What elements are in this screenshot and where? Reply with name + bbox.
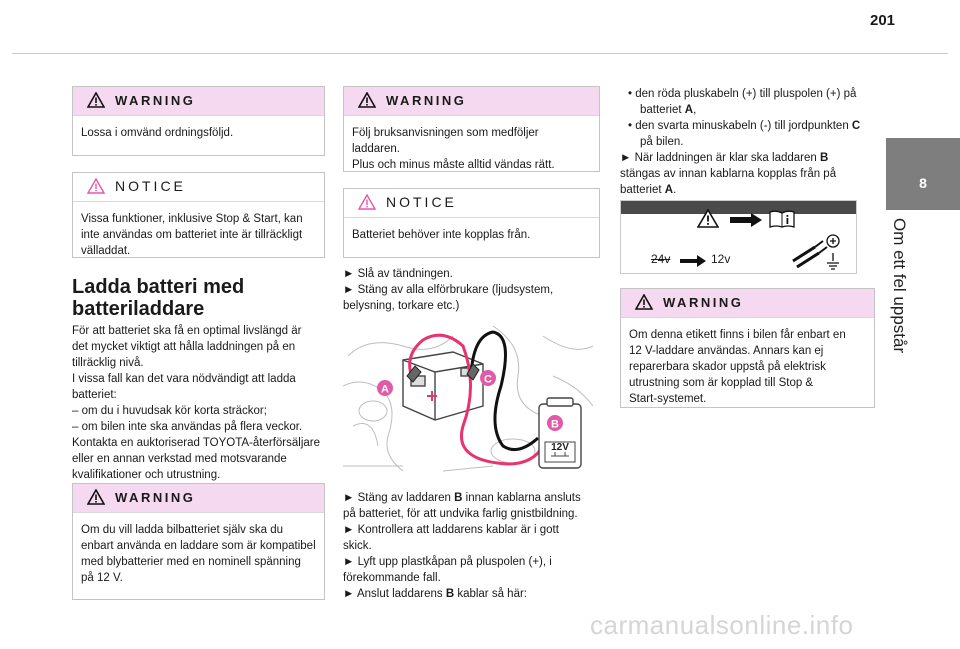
red-clamp	[406, 365, 422, 383]
label-a: A	[381, 384, 389, 396]
manual-info-icon	[769, 210, 795, 228]
warning-box: WARNING Följ bruksanvisningen som medföl…	[343, 86, 600, 172]
plus-icon	[427, 391, 437, 401]
charger-voltage: 12V	[551, 442, 569, 453]
warning-text: Om denna etikett finns i bilen får enbar…	[629, 329, 846, 405]
notice-title: NOTICE	[115, 178, 186, 194]
charger-label-graphic: 24v 12v	[620, 200, 857, 274]
notice-text: Vissa funktioner, inklusive Stop & Start…	[81, 213, 303, 257]
notice-box: NOTICE Batteriet behöver inte kopplas fr…	[343, 188, 600, 258]
warning-icon	[635, 294, 653, 310]
warning-text: Följ bruksanvisningen som medföljer ladd…	[352, 127, 555, 171]
arrow-right-icon	[730, 213, 762, 227]
warning-title: WARNING	[386, 93, 467, 108]
warning-icon	[87, 489, 105, 505]
label-a-marker	[377, 380, 393, 396]
notice-icon	[87, 178, 105, 194]
label-c-marker	[480, 370, 496, 386]
arrow-right-icon	[680, 255, 706, 267]
charger	[538, 397, 582, 469]
battery-charging-illustration: A C B 12V	[343, 325, 594, 472]
notice-title: NOTICE	[386, 194, 457, 210]
notice-icon	[358, 194, 376, 210]
steps-list: ► Stäng av laddaren B innan kablarna ans…	[343, 492, 581, 600]
chapter-title: Om ett fel uppstår	[890, 218, 909, 354]
voltage-12v: 12v	[711, 252, 731, 266]
warning-box: WARNING Om denna etikett finns i bilen f…	[620, 288, 875, 408]
voltage-24v-crossed: 24v	[651, 252, 671, 266]
warning-box: WARNING Lossa i omvänd ordningsföljd.	[72, 86, 325, 156]
red-cable	[408, 333, 545, 466]
chapter-tab	[886, 138, 960, 210]
label-c: C	[484, 374, 492, 386]
warning-text: Om du vill ladda bilbatteriet själv ska …	[81, 524, 316, 584]
section-heading: Ladda batteri med batteriladdare	[72, 276, 245, 320]
chapter-number: 8	[919, 175, 927, 191]
steps-list: ► Slå av tändningen. ► Stäng av alla elf…	[343, 268, 554, 312]
notice-text: Batteriet behöver inte kopplas från.	[352, 229, 531, 241]
warning-title: WARNING	[115, 490, 196, 505]
connection-instructions: • den röda pluskabeln (+) till pluspolen…	[620, 88, 861, 196]
black-clamp	[466, 363, 480, 381]
warning-text: Lossa i omvänd ordningsföljd.	[81, 127, 234, 139]
warning-title: WARNING	[115, 93, 196, 108]
label-b-marker	[547, 415, 563, 431]
charger-clamps-icon	[792, 234, 840, 270]
black-cable	[469, 330, 540, 452]
page-number: 201	[870, 12, 896, 29]
warning-icon	[87, 92, 105, 108]
notice-box: NOTICE Vissa funktioner, inklusive Stop …	[72, 172, 325, 258]
label-b: B	[551, 419, 559, 431]
intro-paragraph: För att batteriet ska få en optimal livs…	[72, 325, 321, 481]
warning-title: WARNING	[663, 295, 744, 310]
watermark: carmanualsonline.info	[590, 610, 854, 640]
warning-icon	[358, 92, 376, 108]
warning-box: WARNING Om du vill ladda bilbatteriet sj…	[72, 483, 325, 600]
battery	[402, 351, 484, 421]
header-divider	[12, 53, 948, 54]
warning-icon	[697, 209, 719, 228]
